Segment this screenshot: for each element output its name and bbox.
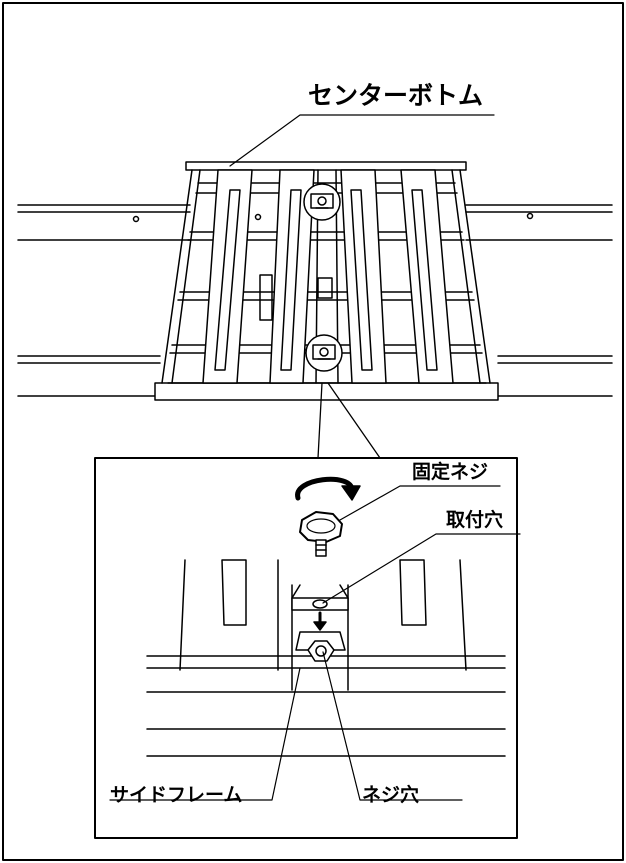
leader-side-frame bbox=[109, 667, 301, 801]
leader-center-bottom bbox=[229, 114, 495, 167]
top-illustration bbox=[17, 114, 613, 401]
mount-point-upper bbox=[303, 183, 341, 221]
leader-fixing-screw bbox=[339, 485, 501, 521]
leader-mounting-hole bbox=[322, 533, 521, 604]
rotate-arrow-icon bbox=[295, 476, 361, 501]
label-fixing-screw: 固定ネジ bbox=[412, 461, 489, 483]
mount-point-lower bbox=[305, 334, 343, 372]
center-bottom-tray bbox=[154, 161, 499, 401]
label-screw-hole: ネジ穴 bbox=[362, 784, 420, 806]
label-mounting-hole: 取付穴 bbox=[446, 509, 504, 531]
label-side-frame: サイドフレーム bbox=[110, 784, 243, 806]
down-arrow-icon bbox=[313, 611, 327, 631]
label-center-bottom: センターボトム bbox=[308, 81, 484, 110]
knob-screw-icon bbox=[299, 511, 343, 557]
slats bbox=[202, 169, 454, 384]
rail-left bbox=[17, 204, 191, 397]
leader-screw-hole bbox=[322, 651, 463, 801]
rail-right bbox=[465, 204, 613, 397]
detail-illustration bbox=[109, 476, 521, 801]
nut-icon bbox=[307, 640, 335, 662]
